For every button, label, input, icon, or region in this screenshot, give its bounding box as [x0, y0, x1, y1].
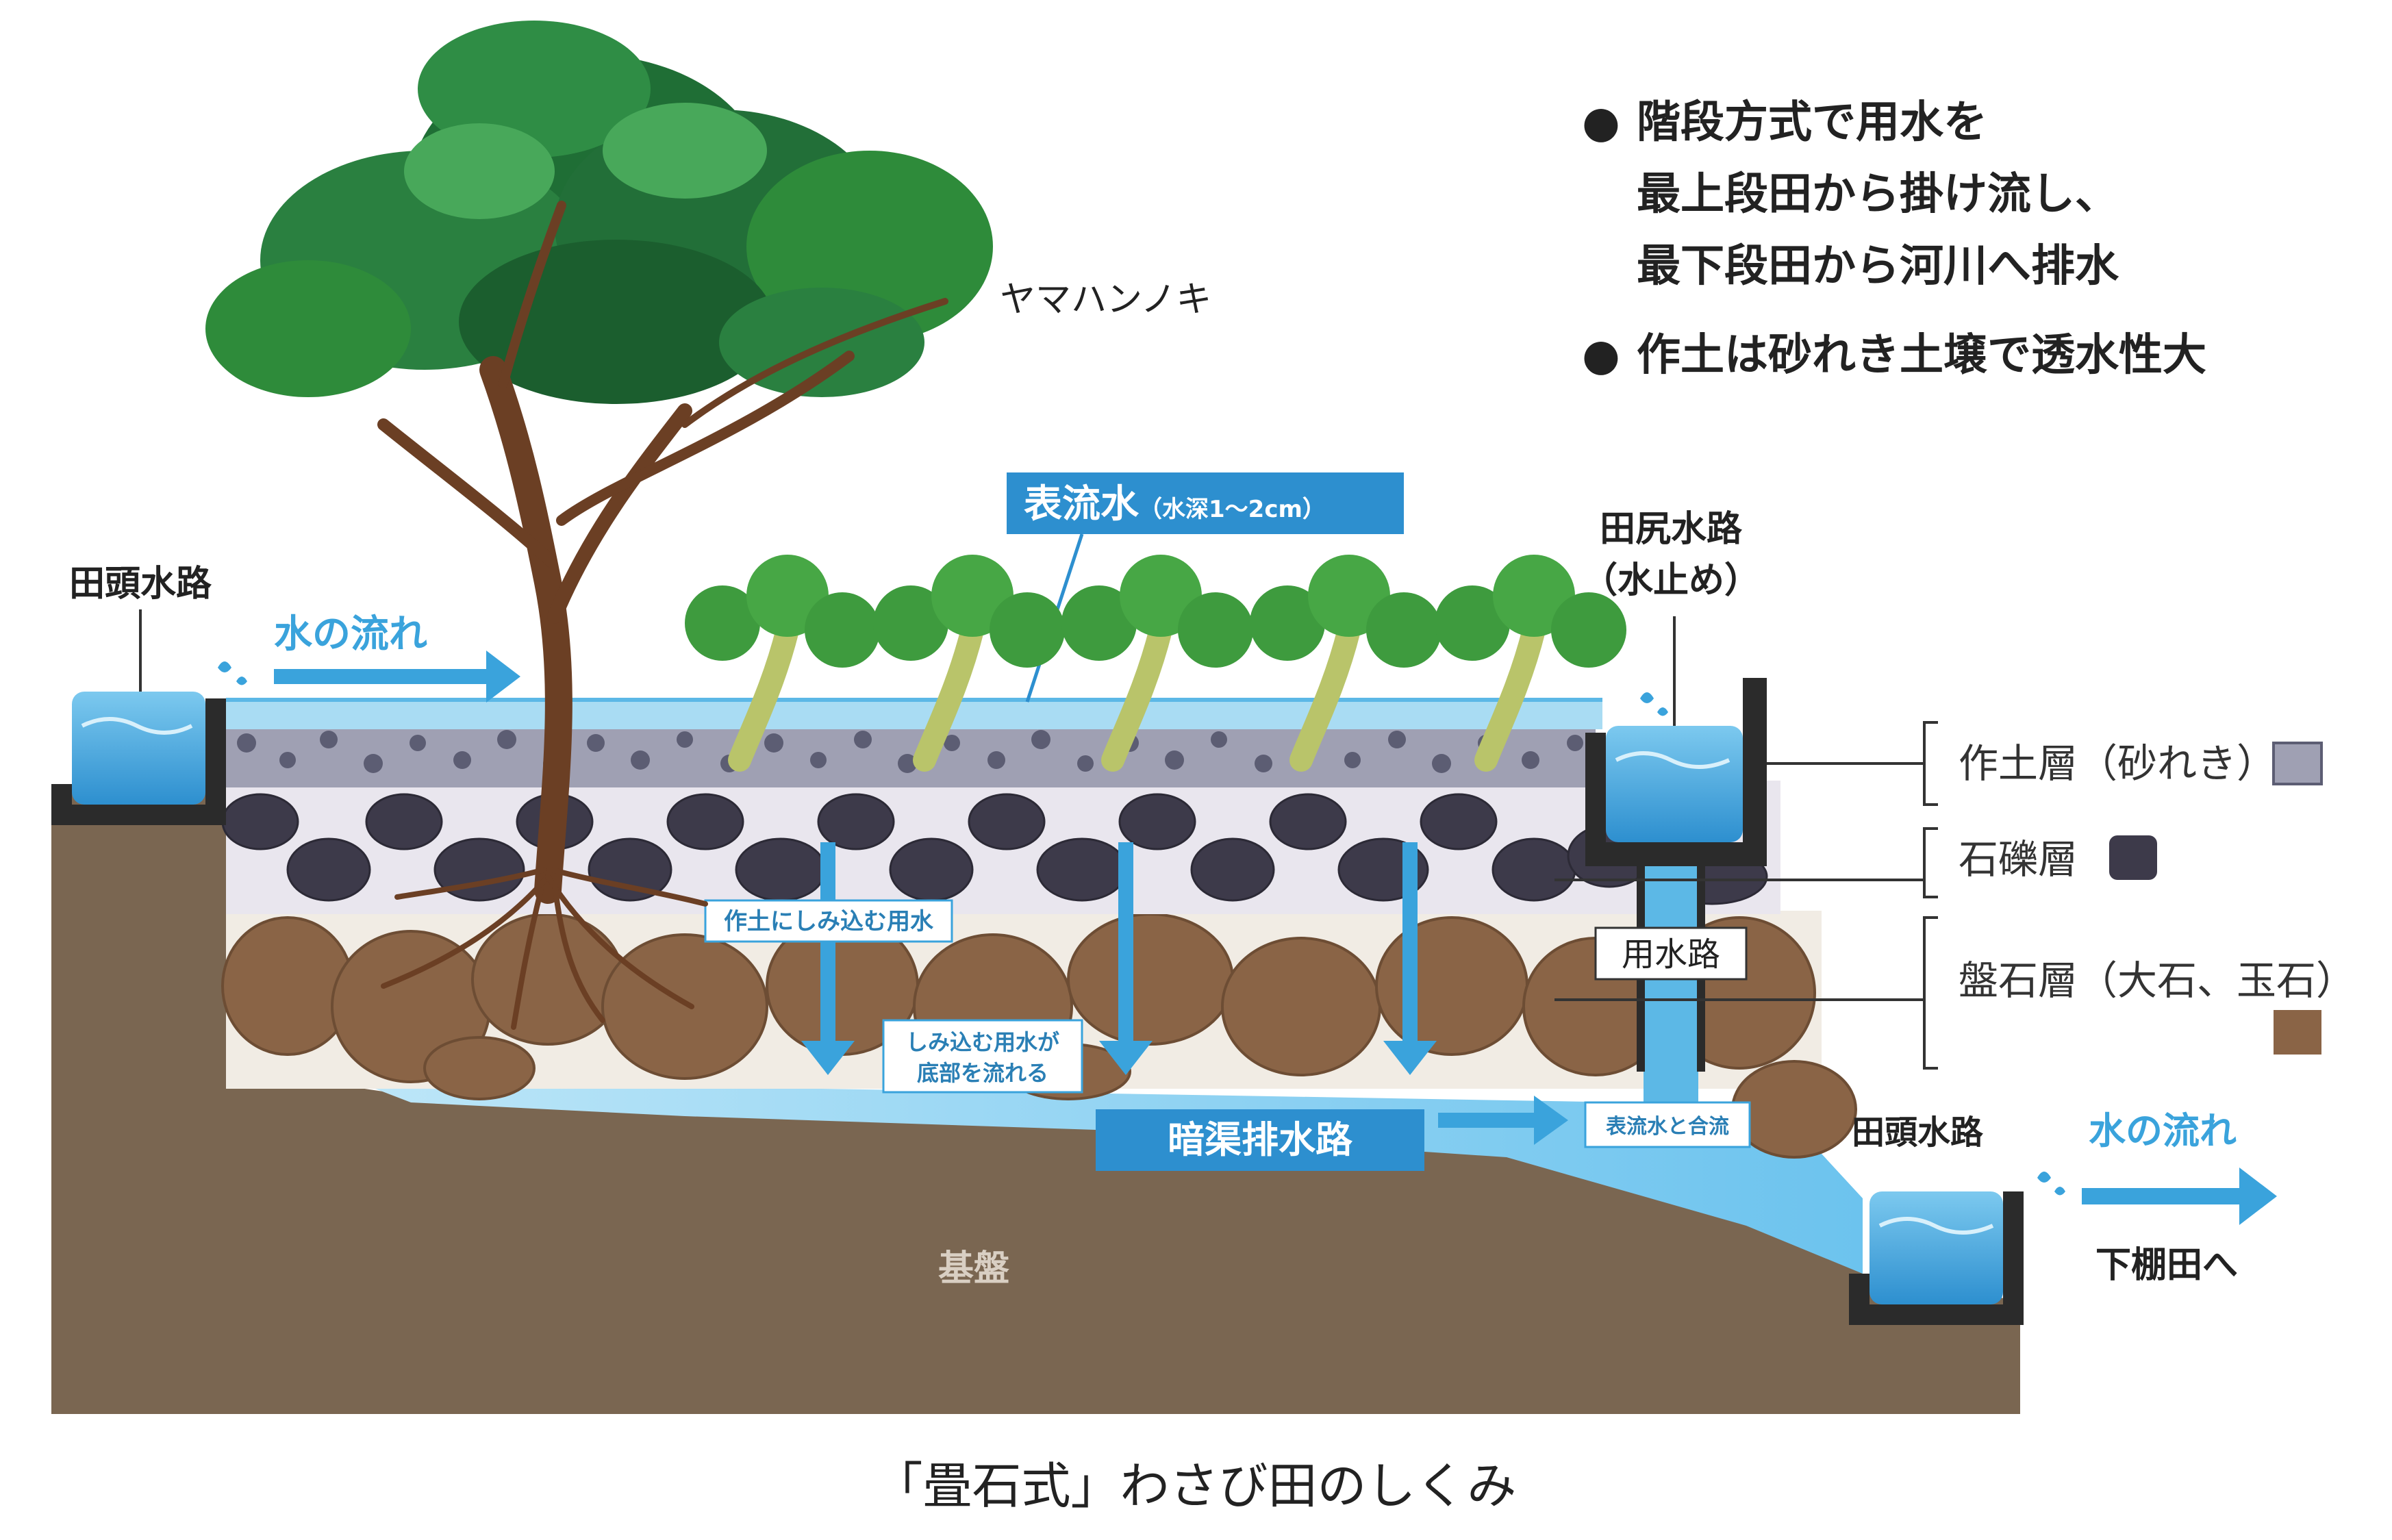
merge-label: 表流水と合流 [1606, 1115, 1729, 1139]
right-tail-channel-wall [1585, 678, 1767, 866]
note-line-1: 階段方式で用水を [1637, 97, 1987, 148]
wasabi-plant [873, 555, 1065, 772]
note-bullet-1: ● [1582, 97, 1620, 148]
diagram-caption: 「畳石式」わさび田のしくみ [874, 1457, 1517, 1515]
left-splash-icon [218, 661, 247, 685]
supply-channel [1644, 866, 1698, 1106]
left-flow-arrow-shaft [274, 669, 493, 684]
topsoil-pebbles [237, 730, 1583, 773]
wasabi-plants [685, 555, 1626, 772]
note-line-4: 作土は砂れき土壌で透水性大 [1637, 330, 2206, 381]
merge-label-box [1584, 1101, 1751, 1148]
seep-label-2-line1: しみ込む用水が [906, 1029, 1059, 1055]
note-bullet-2: ● [1582, 330, 1620, 381]
notes-block: ● 階段方式で用水を 最上段田から掛け流し、 最下段田から河川へ排水 ● 作土は… [1582, 97, 2206, 381]
wasabi-plant [1250, 555, 1442, 772]
left-ground-step [51, 787, 226, 1096]
layer-legend: 作土層（砂れき） 石礫層 盤石層（大石、玉石） [1554, 721, 2356, 1070]
seep-label-2-box [882, 1019, 1083, 1094]
tree-canopy [205, 21, 993, 404]
wasabi-plant [1061, 555, 1253, 772]
note-line-2: 最上段田から掛け流し、 [1637, 169, 2119, 220]
seep-label-1-box [704, 899, 953, 943]
underdrain-arrows [1438, 1096, 1568, 1145]
tree-trunk [377, 201, 948, 904]
wasabi-plant [1435, 555, 1626, 772]
left-channel-wave [81, 717, 193, 735]
left-channel-water [72, 692, 205, 805]
supply-channel-label: 用水路 [1622, 935, 1720, 974]
right-channel-label-line1: 田尻水路 [1600, 509, 1743, 550]
next-field-label: 下棚田へ [2095, 1245, 2238, 1286]
left-channel-label: 田頭水路 [69, 564, 212, 605]
right-flow-arrow-head [2239, 1167, 2277, 1225]
seepage-arrows [801, 842, 1437, 1075]
right-tail-wave [1615, 751, 1730, 769]
right-tail-channel-water [1606, 726, 1743, 842]
right-flow-arrow-shaft [2082, 1188, 2246, 1204]
gravel-swatch [2109, 835, 2157, 880]
layer-topsoil-label: 作土層（砂れき） [1959, 740, 2276, 787]
seep-label-1: 作土にしみ込む用水 [724, 908, 934, 935]
down-splash-icon [2037, 1172, 2065, 1196]
surface-water-label-box [1007, 472, 1404, 534]
bedrock [51, 787, 2020, 1414]
tree-label: ヤマハンノキ [1000, 279, 1211, 320]
down-channel-wall [1849, 1191, 2024, 1325]
tree-roots [381, 867, 708, 1030]
drain-label: 暗渠排水路 [1168, 1118, 1353, 1161]
surface-water [226, 698, 1602, 729]
supply-channel-label-box [1594, 926, 1748, 981]
right-splash-icon [1640, 692, 1668, 716]
down-channel-wave [1878, 1217, 1994, 1235]
wasabi-plant [685, 555, 880, 772]
layer-gravel-label: 石礫層 [1959, 836, 2078, 883]
surface-water-label: 表流水（水深1～2cm） [1024, 482, 1326, 527]
note-line-3: 最下段田から河川へ排水 [1637, 241, 2119, 292]
right-channel-label-line2: （水止め） [1582, 560, 1760, 601]
topsoil-swatch [2272, 742, 2323, 785]
seep-label-2-line2: 底部を流れる [917, 1060, 1048, 1086]
water-flow-right-label: 水の流れ [2089, 1109, 2237, 1152]
left-channel-wall [51, 698, 226, 825]
down-channel-water [1869, 1191, 2003, 1304]
bedrock-label: 基盤 [938, 1248, 1009, 1289]
boulder-stones [221, 913, 1857, 1159]
outlet-channel-label: 田頭水路 [1852, 1113, 1984, 1152]
drain-label-box [1096, 1109, 1424, 1171]
boulder-swatch [2274, 1010, 2321, 1055]
left-flow-arrow-head [486, 651, 520, 703]
layer-boulder-label: 盤石層（大石、玉石） [1959, 957, 2356, 1004]
water-flow-left-label: 水の流れ [274, 612, 427, 657]
